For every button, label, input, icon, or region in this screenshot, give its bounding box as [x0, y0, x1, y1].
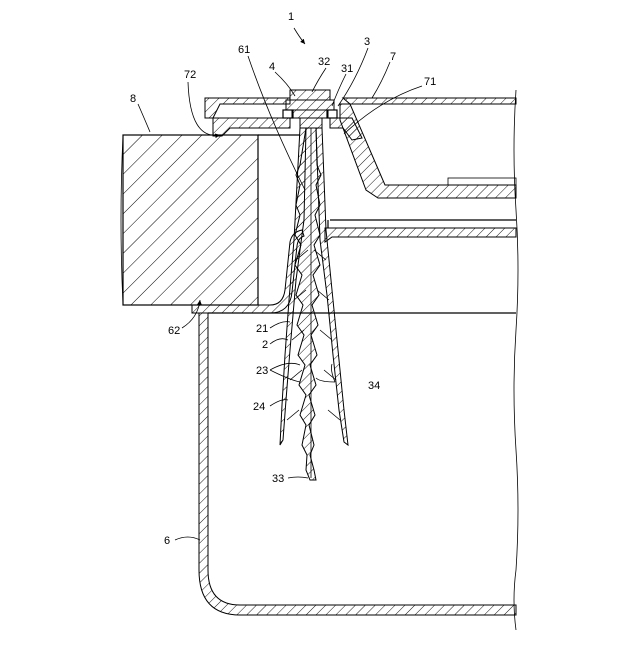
cap-assembly [283, 90, 337, 128]
label-lid-step: 72 [184, 69, 196, 81]
label-cap-flange: 31 [341, 63, 353, 75]
label-assembly: 1 [288, 11, 294, 23]
label-cap: 3 [364, 36, 370, 48]
label-spike-outer-wall: 21 [256, 323, 268, 335]
label-block: 8 [130, 93, 136, 105]
label-lid-seal: 71 [424, 76, 436, 88]
label-inner-tube-barbs: 34 [368, 380, 380, 392]
label-cap-head: 32 [318, 56, 330, 68]
label-container-rim: 62 [168, 325, 180, 337]
label-inner-tube-tip: 33 [272, 473, 284, 485]
label-spike-barbs: 23 [256, 365, 268, 377]
block-8 [123, 135, 258, 305]
label-fastener: 4 [269, 61, 275, 73]
label-spike: 2 [262, 339, 268, 351]
label-container: 6 [164, 535, 170, 547]
label-container-flange: 61 [238, 44, 250, 56]
label-lid: 7 [390, 51, 396, 63]
label-spike-tip: 24 [253, 401, 265, 413]
